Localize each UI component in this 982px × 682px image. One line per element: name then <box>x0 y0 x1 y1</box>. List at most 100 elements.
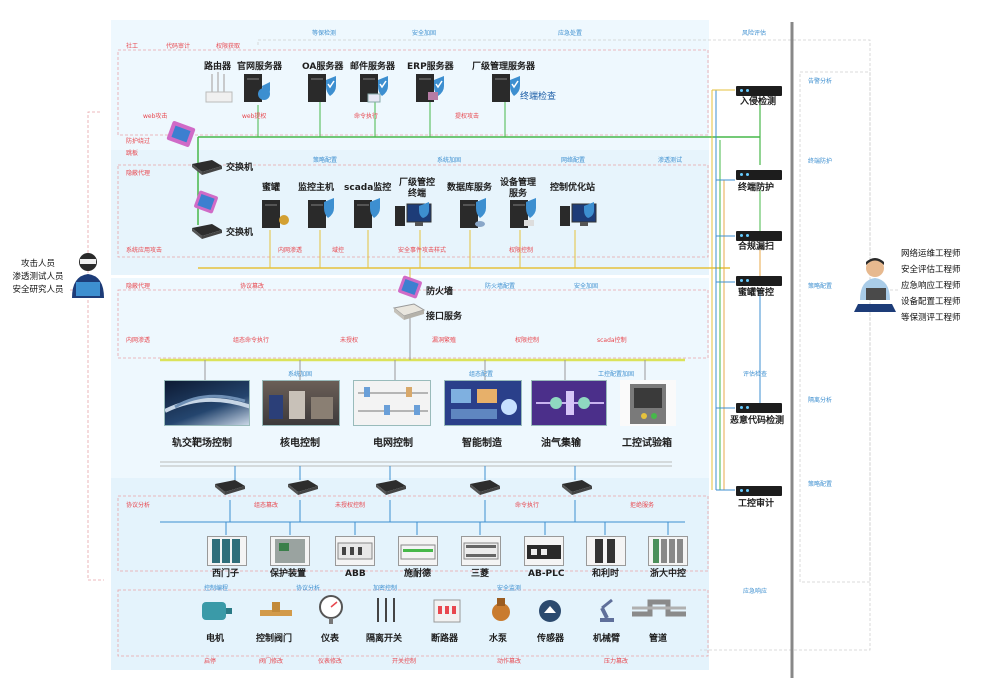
z1-tag-1: 代码审计 <box>166 43 191 50</box>
server-icon <box>308 74 336 102</box>
device-sensor <box>536 598 564 628</box>
server-mail <box>358 74 392 108</box>
scene-label-testbox: 工控试验箱 <box>622 438 672 449</box>
engineer-icon <box>854 258 896 312</box>
mid-label-devmgmt: 设备管理服务 <box>499 178 536 199</box>
cabinet-icon <box>630 384 666 424</box>
server-icon <box>262 200 289 228</box>
plc-label-ab: AB-PLC <box>528 569 565 579</box>
right-role-1: 安全评估工程师 <box>901 265 961 275</box>
server-erp <box>414 74 448 108</box>
mid-label-scada: scada监控 <box>344 183 392 193</box>
z1-side-tag-0: 防护绕过 <box>126 138 151 145</box>
z1-side-tag-1: 跳板 <box>126 150 139 157</box>
field-switch-4 <box>468 478 502 500</box>
device-motor <box>198 598 234 628</box>
plc-icon <box>400 544 436 560</box>
rack-scan <box>736 231 782 241</box>
server-plant <box>490 74 524 108</box>
valve-icon <box>260 602 292 616</box>
z3-btag-0: 防火墙配置 <box>485 283 516 290</box>
z4-tag-0: 协议分析 <box>126 502 151 509</box>
left-roles: 攻击人员 渗透测试人员 安全研究人员 <box>6 258 70 297</box>
top-tag-3: 风险评估 <box>742 30 767 37</box>
switch-icon <box>192 224 222 239</box>
mid-label-terminal: 厂级管控终端 <box>398 178 435 199</box>
server-label-mail: 邮件服务器 <box>350 62 396 72</box>
right-tag-5: 策略配置 <box>808 481 833 488</box>
z2-btag-1: 系统加固 <box>437 157 462 164</box>
right-role-4: 等保测评工程师 <box>901 313 961 323</box>
field-switch-1 <box>213 478 247 500</box>
field-label-arm: 机械臂 <box>593 634 621 644</box>
z3-btag-4: 工控配置加固 <box>598 371 635 378</box>
plc-icon <box>527 545 561 559</box>
scene-photo-rail <box>164 380 250 426</box>
rack-honeypot <box>736 276 782 286</box>
right-tag-4: 隔离分析 <box>808 397 833 404</box>
top-tag-0: 等保检测 <box>312 30 337 37</box>
scene-label-nuclear: 核电控制 <box>280 438 320 449</box>
plc-icon <box>653 539 683 563</box>
server-oa <box>306 74 340 108</box>
device-breaker <box>432 598 462 628</box>
device-switch <box>372 596 402 628</box>
sensor-icon <box>539 600 561 622</box>
factory-icon <box>451 389 517 419</box>
switch-1 <box>190 158 224 180</box>
server-label-erp: ERP服务器 <box>407 62 454 72</box>
field-label-valve: 控制阀门 <box>256 634 293 644</box>
grid-icon <box>358 387 428 415</box>
bottom-tag-0: 启停 <box>204 658 217 665</box>
rack-ids <box>736 86 782 96</box>
interface-service-label: 接口服务 <box>426 312 463 322</box>
scene-label-oilgas: 油气集输 <box>541 438 581 449</box>
z3-rtag-1: 协议篡改 <box>240 283 265 290</box>
terminal-check-label: 终端检查 <box>520 92 557 102</box>
firewall-mid <box>192 190 220 220</box>
bottom-tag-4: 动作篡改 <box>497 658 522 665</box>
isolator-icon <box>377 598 395 622</box>
right-device-label-malware: 恶意代码检测 <box>730 416 785 426</box>
plc-label-hollysys: 和利时 <box>592 569 620 579</box>
left-role-1: 渗透测试人员 <box>12 272 64 282</box>
right-device-label-scan: 合规漏扫 <box>738 242 775 252</box>
field-label-meter: 仪表 <box>321 634 340 644</box>
left-role-0: 攻击人员 <box>20 259 55 269</box>
z2-btag-3: 渗透测试 <box>658 157 683 164</box>
server-label-router: 路由器 <box>204 62 232 72</box>
pipeline-icon <box>536 391 604 415</box>
switch-2 <box>190 222 224 244</box>
z1-tag-4: web提权 <box>242 113 267 120</box>
hacker-icon <box>72 253 104 298</box>
plc-label-siemens: 西门子 <box>212 569 240 579</box>
top-tag-2: 应急处置 <box>558 30 583 37</box>
switch-icon <box>376 480 406 495</box>
firewall-top <box>165 120 197 154</box>
firewall-icon <box>194 190 218 214</box>
z5-tag-1: 协议分析 <box>296 585 321 592</box>
mid-terminal <box>395 202 435 234</box>
server-icon <box>360 74 388 103</box>
mid-label-optimize: 控制优化站 <box>550 183 596 193</box>
plc-schneider <box>398 536 438 566</box>
field-switch-3 <box>374 478 408 500</box>
right-tag-1: 终端防护 <box>808 158 833 165</box>
plc-label-mitsubishi: 三菱 <box>471 569 490 579</box>
scene-photo-grid <box>353 380 431 426</box>
switch-icon <box>192 160 222 175</box>
z2-btag-0: 策略配置 <box>313 157 338 164</box>
scene-photo-manufacturing <box>444 380 522 426</box>
firewall-label: 防火墙 <box>426 287 454 297</box>
right-tag-3: 评估检查 <box>743 371 768 378</box>
engineer-avatar <box>852 256 898 320</box>
right-tag-6: 应急响应 <box>743 588 768 595</box>
mid-server-honeypot <box>260 198 290 234</box>
switch-1-label: 交换机 <box>226 163 254 173</box>
switch-2-label: 交换机 <box>226 228 254 238</box>
firewall-icon <box>166 121 196 147</box>
plc-label-protection: 保护装置 <box>270 569 307 579</box>
z2-rtag-0: 隐蔽代理 <box>126 170 151 177</box>
